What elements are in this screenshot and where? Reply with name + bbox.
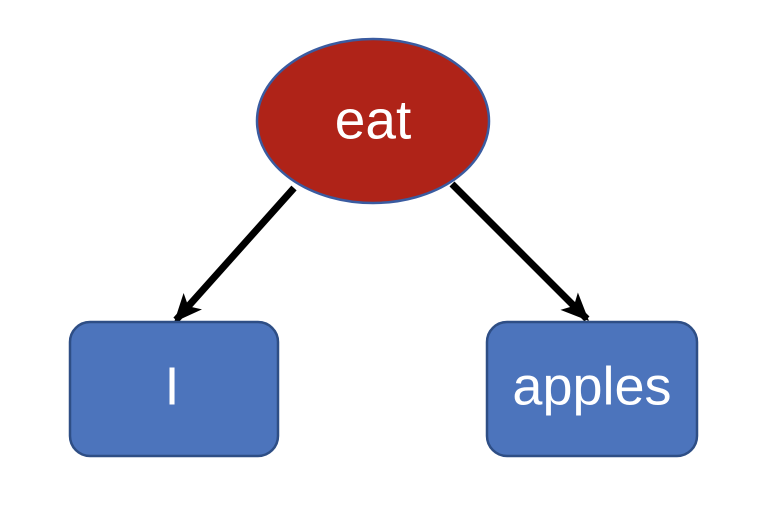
- left-node-label: I: [164, 356, 179, 416]
- right-node-label: apples: [512, 356, 671, 416]
- node-child-right[interactable]: apples: [485, 320, 699, 458]
- node-child-left[interactable]: I: [68, 320, 280, 458]
- edge-root-to-right[interactable]: [449, 181, 590, 322]
- left-node-box[interactable]: [68, 320, 280, 458]
- edge-root-to-left[interactable]: [173, 185, 297, 323]
- node-root[interactable]: eat: [255, 37, 491, 205]
- edge-group: [173, 181, 590, 323]
- right-node-box[interactable]: [485, 320, 699, 458]
- root-node-label: eat: [335, 89, 411, 151]
- root-node-ellipse[interactable]: [255, 37, 491, 205]
